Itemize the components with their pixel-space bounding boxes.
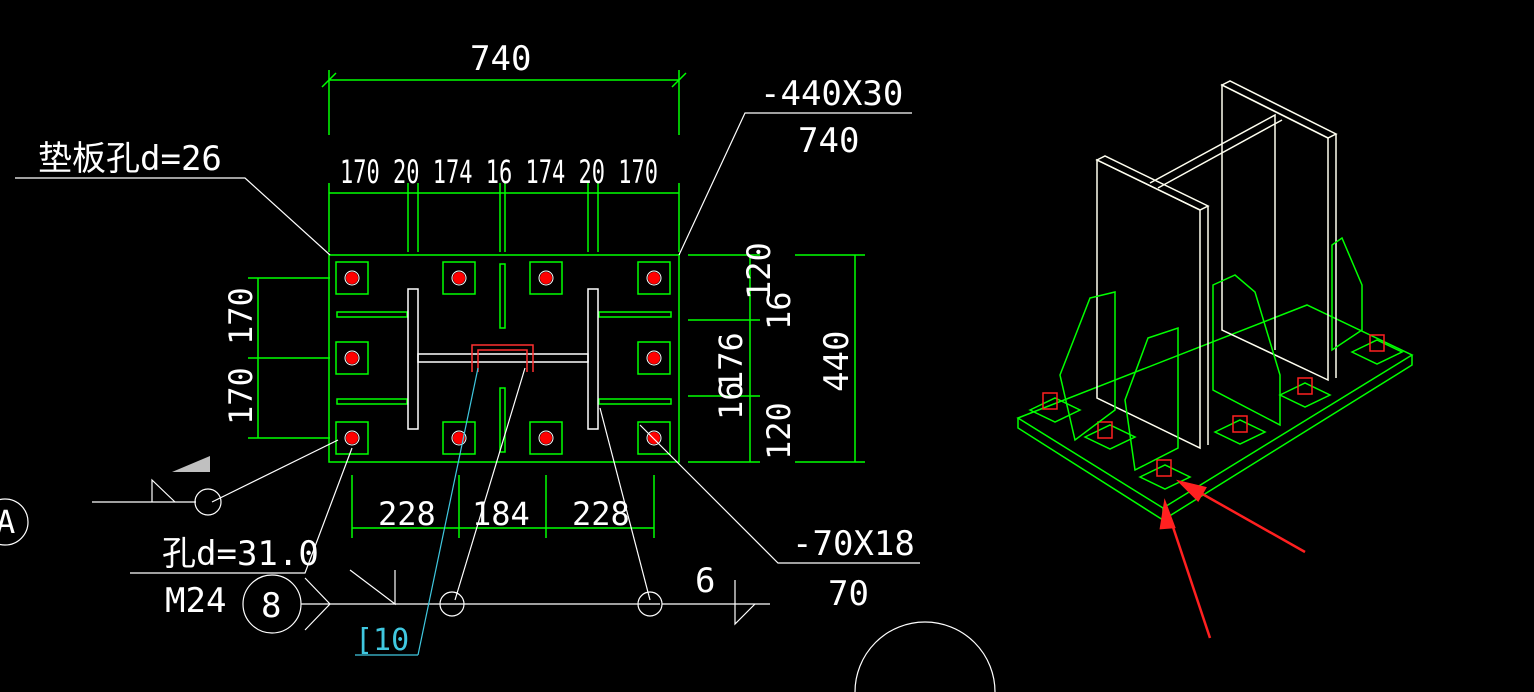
h-section (407, 288, 599, 430)
dim-left (248, 277, 330, 439)
dim-top-segments (328, 183, 680, 252)
plan-view (248, 70, 865, 538)
weld-flag (172, 456, 210, 472)
label-stiffener-len: 70 (828, 574, 869, 614)
label-right-seg-2: 176 (712, 332, 750, 390)
label-height-total: 440 (817, 331, 857, 392)
label-right-seg-3: 16 (712, 381, 750, 420)
label-bottom-seg-2: 228 (572, 495, 630, 533)
isometric-view (1016, 80, 1414, 639)
label-left-seg-1: 170 (222, 367, 260, 425)
label-axis: A (0, 503, 15, 541)
label-bottom-seg-0: 228 (378, 495, 436, 533)
label-bottom-seg-1: 184 (472, 495, 530, 533)
iso-column (1095, 80, 1338, 450)
channel-leader (417, 367, 479, 656)
label-section-no: 8 (261, 586, 281, 626)
bolt-pads (335, 261, 671, 455)
label-bolt: M24 (165, 581, 226, 621)
iso-callout-arrows (1159, 479, 1306, 639)
dim-bottom (351, 475, 655, 538)
base-plate-outline (328, 254, 680, 463)
iso-washers (1028, 339, 1404, 490)
label-stiffener-spec: -70X18 (792, 524, 915, 564)
iso-bolts (1042, 334, 1385, 477)
stiffeners (336, 263, 672, 453)
label-col-segments: 170 20 174 16 174 20 170 (340, 153, 658, 191)
label-overall-width: 740 (470, 39, 531, 79)
leader-lines (0, 112, 996, 692)
iso-base-plate (1016, 304, 1414, 521)
label-hole-dia: 孔d=31.0 (162, 534, 319, 574)
label-right-seg-4: 120 (760, 402, 798, 460)
bolt-holes (346, 272, 660, 444)
label-left-seg-0: 170 (222, 287, 260, 345)
label-right-seg-1: 16 (760, 291, 798, 330)
dim-top-overall (321, 70, 687, 135)
label-plate-spec-len: 740 (798, 121, 859, 161)
label-plate-spec: -440X30 (760, 74, 903, 114)
bolt-hole-rings (344, 270, 662, 446)
label-channel: [10 (355, 623, 409, 658)
label-pad-hole: 垫板孔d=26 (38, 139, 222, 179)
label-weld-size: 6 (695, 561, 715, 601)
label-right-seg-0: 120 (740, 242, 778, 300)
iso-stiffeners (1059, 236, 1363, 472)
channel-section (471, 344, 534, 372)
dim-right (688, 254, 865, 463)
